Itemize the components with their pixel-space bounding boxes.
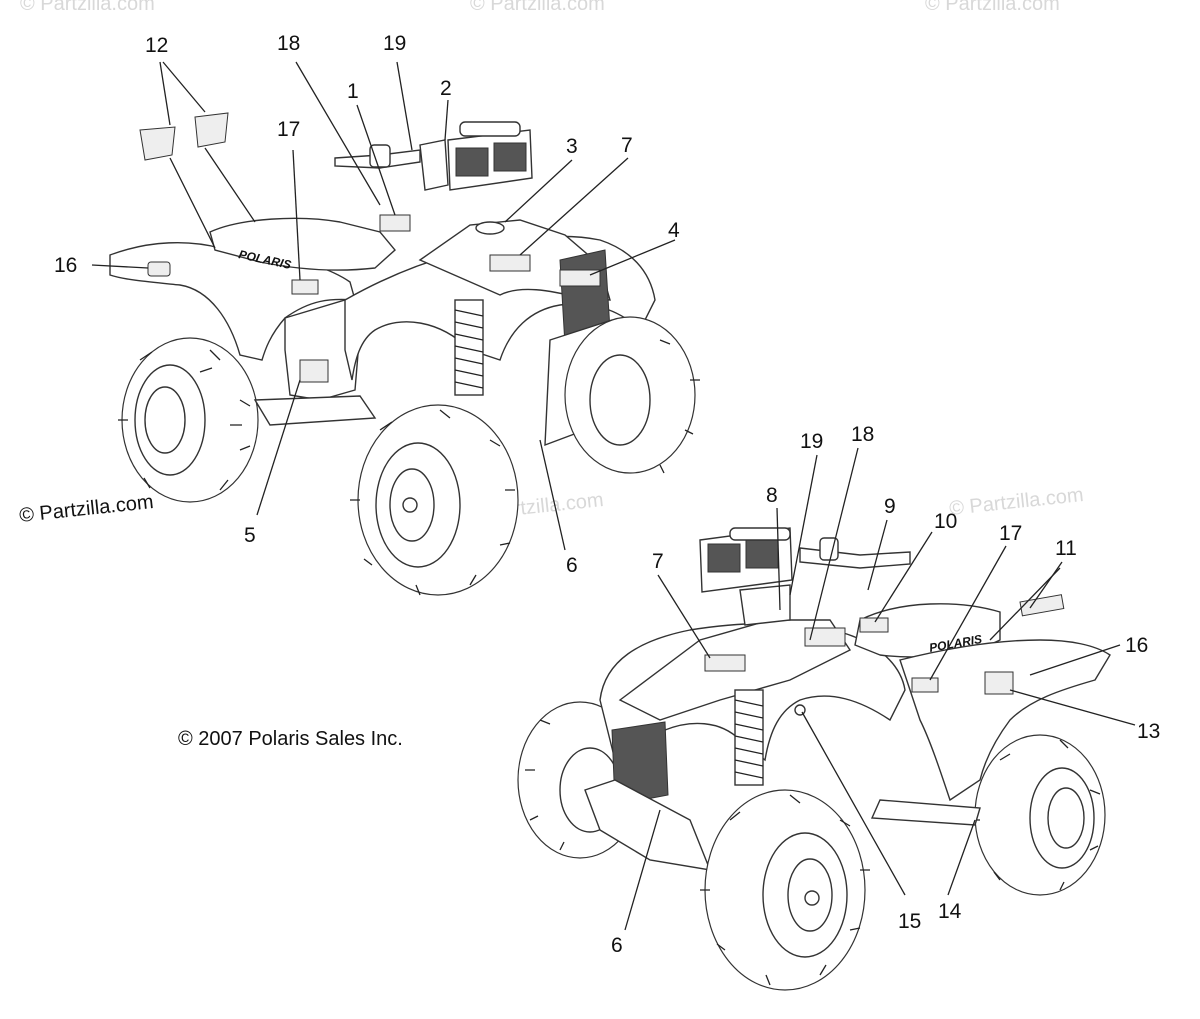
callout-11: 11 <box>1055 537 1077 560</box>
decal-7 <box>489 254 531 272</box>
decal-11 <box>1019 594 1065 617</box>
callout-6: 6 <box>566 554 578 577</box>
decal-17 <box>291 279 319 295</box>
callout-12: 12 <box>145 34 168 57</box>
callout-2: 2 <box>440 77 452 100</box>
headlight-pod-2 <box>699 527 793 626</box>
callout-19: 19 <box>800 430 823 453</box>
callout-16: 16 <box>54 254 77 277</box>
rear-wheel-2 <box>970 734 1106 896</box>
rear-fender-2 <box>899 639 1111 802</box>
tail-light <box>147 261 171 277</box>
leader-lines-view-1 <box>91 61 676 551</box>
callouts-view-2: 19 18 8 9 10 17 11 7 16 13 6 15 14 <box>611 423 1160 957</box>
front-wheel-near-2 <box>700 789 870 991</box>
headlight-pod <box>447 121 533 191</box>
decal-12-b <box>194 112 229 148</box>
front-shock-2 <box>734 689 764 786</box>
callout-5: 5 <box>244 524 256 547</box>
footrest-2 <box>870 799 981 826</box>
decal-12-a <box>139 126 176 161</box>
atv-view-front-right: POLARIS <box>517 527 1111 991</box>
callout-17: 17 <box>999 522 1022 545</box>
handlebar-2 <box>799 537 911 569</box>
atv-view-rear-left: POLARIS <box>109 112 700 596</box>
decal-17-2 <box>911 677 939 693</box>
callout-19: 19 <box>383 32 406 55</box>
decal-1 <box>379 214 411 232</box>
callout-8: 8 <box>766 484 778 507</box>
decal-10 <box>859 617 889 633</box>
callout-14: 14 <box>938 900 962 923</box>
decal-4 <box>559 269 601 287</box>
fuel-cap <box>475 221 505 235</box>
callout-17: 17 <box>277 118 300 141</box>
decal-7-2 <box>704 654 746 672</box>
callout-13: 13 <box>1137 720 1160 743</box>
callout-4: 4 <box>668 219 680 242</box>
callout-1: 1 <box>347 80 359 103</box>
decal-13 <box>984 671 1014 695</box>
front-shock <box>454 299 484 396</box>
callout-10: 10 <box>934 510 957 533</box>
callout-15: 15 <box>898 910 921 933</box>
callout-9: 9 <box>884 495 896 518</box>
callouts-view-1: 12 18 19 1 2 3 7 4 17 16 5 6 <box>54 32 680 577</box>
partzilla-copyright: © Partzilla.com <box>18 491 154 527</box>
decal-5 <box>299 359 329 383</box>
callout-7: 7 <box>652 550 664 573</box>
seat-2 <box>854 603 1001 658</box>
polaris-copyright: © 2007 Polaris Sales Inc. <box>178 728 403 750</box>
watermark: © Partzilla.com <box>925 0 1060 15</box>
callout-16: 16 <box>1125 634 1148 657</box>
seat <box>209 217 396 271</box>
callout-3: 3 <box>566 135 578 158</box>
leader-lines-view-2 <box>624 447 1136 931</box>
handlebar <box>334 139 449 191</box>
front-wheel-near <box>350 404 519 596</box>
callout-6: 6 <box>611 934 623 957</box>
callout-18: 18 <box>851 423 874 446</box>
rear-wheel <box>118 337 259 503</box>
front-wheel-far <box>564 316 700 474</box>
watermark: © Partzilla.com <box>470 0 605 15</box>
callout-7: 7 <box>621 134 633 157</box>
watermark: © Partzilla.com <box>948 484 1084 520</box>
callout-18: 18 <box>277 32 300 55</box>
footrest <box>253 395 377 426</box>
decal-18-2 <box>804 627 846 647</box>
watermark: © Partzilla.com <box>20 0 155 15</box>
